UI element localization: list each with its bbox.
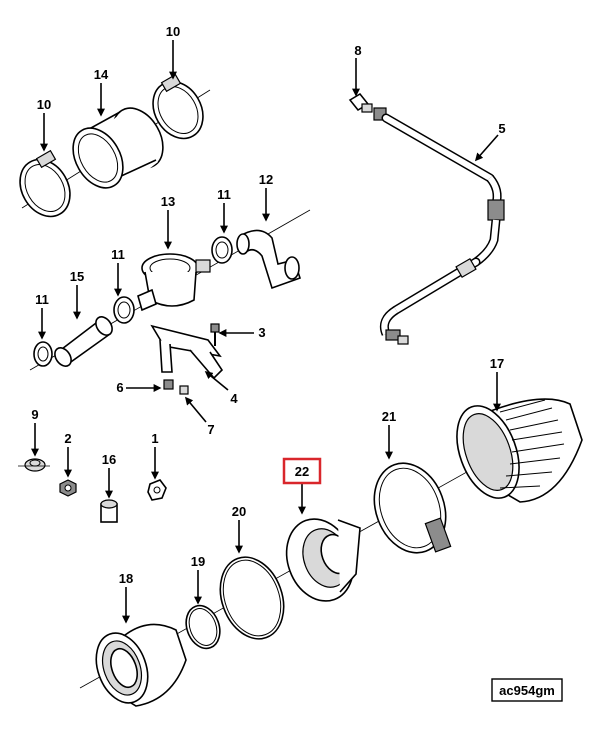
- part-group-breather-tube: [348, 92, 505, 345]
- callout-12[interactable]: 12: [259, 172, 273, 187]
- callout-15[interactable]: 15: [70, 269, 84, 284]
- part-group-small-parts: [18, 458, 167, 523]
- callout-3[interactable]: 3: [258, 325, 265, 340]
- part-group-air-filter: [79, 398, 583, 707]
- callout-4[interactable]: 4: [230, 391, 238, 406]
- callout-13[interactable]: 13: [161, 194, 175, 209]
- callout-6[interactable]: 6: [116, 380, 123, 395]
- part-group-hose-clamps: [19, 73, 211, 218]
- callout-2[interactable]: 2: [64, 431, 71, 446]
- callout-21[interactable]: 21: [382, 409, 396, 424]
- callout-10-top[interactable]: 10: [166, 24, 180, 39]
- figure-id-label: ac954gm: [499, 683, 555, 698]
- callout-16[interactable]: 16: [102, 452, 116, 467]
- callout-19[interactable]: 19: [191, 554, 205, 569]
- callout-11-middle[interactable]: 11: [111, 247, 125, 262]
- callout-10-left[interactable]: 10: [37, 97, 51, 112]
- callout-1[interactable]: 1: [151, 431, 158, 446]
- callout-11-left[interactable]: 11: [35, 292, 49, 307]
- callout-11-upper[interactable]: 11: [217, 187, 231, 202]
- callout-labels: 10 14 10 8 5 13 11 12 11 15 11 3 6 4 7 1…: [31, 24, 505, 586]
- callout-22[interactable]: 22: [295, 464, 309, 479]
- callout-17[interactable]: 17: [490, 356, 504, 371]
- callout-8[interactable]: 8: [354, 43, 361, 58]
- leader-arrows: [31, 40, 501, 624]
- callout-14[interactable]: 14: [94, 67, 109, 82]
- figure-reference: ac954gm: [491, 678, 563, 702]
- callout-5[interactable]: 5: [498, 121, 505, 136]
- callout-9[interactable]: 9: [31, 407, 38, 422]
- callout-18[interactable]: 18: [119, 571, 133, 586]
- callout-7[interactable]: 7: [207, 422, 214, 437]
- part-group-adapter: [29, 209, 311, 395]
- callout-22-highlight-box: [282, 457, 322, 485]
- callout-20[interactable]: 20: [232, 504, 246, 519]
